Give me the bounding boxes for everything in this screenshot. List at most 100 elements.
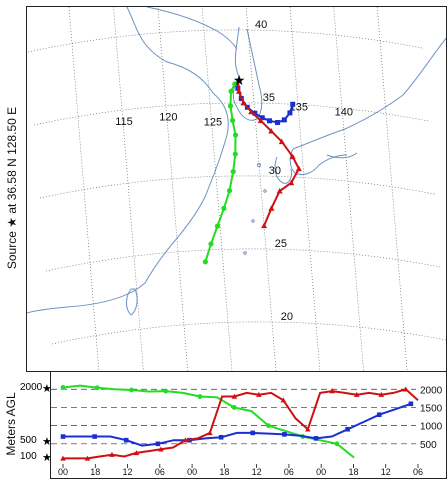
coast-korea bbox=[232, 26, 263, 121]
red-height-point bbox=[109, 451, 115, 457]
red-height-point bbox=[402, 386, 409, 392]
meridian-line bbox=[113, 7, 144, 371]
blue-height-point bbox=[282, 432, 287, 437]
blue-height-point bbox=[408, 401, 414, 407]
red-trajectory-point bbox=[288, 179, 295, 186]
time-tick-label: 18 bbox=[219, 467, 229, 477]
red-height-point bbox=[133, 450, 140, 456]
blue-height-point bbox=[345, 426, 350, 432]
green-trajectory-point bbox=[214, 223, 221, 229]
time-tick-label: 06 bbox=[413, 467, 423, 477]
left-tick-2000: 2000 bbox=[20, 382, 43, 393]
green-height-point bbox=[94, 385, 100, 391]
lat-label: 25 bbox=[275, 238, 287, 250]
blue-height-point bbox=[250, 430, 256, 436]
right-height-label: 2000 bbox=[420, 385, 443, 396]
coast-shikoku bbox=[326, 152, 358, 159]
blue-trajectory-point bbox=[259, 115, 265, 121]
red-height-point bbox=[60, 455, 66, 461]
green-trajectory-point bbox=[232, 132, 239, 138]
right-height-label: 500 bbox=[420, 440, 437, 451]
time-tick-label: 06 bbox=[155, 467, 165, 477]
red-trajectory-point bbox=[261, 222, 268, 229]
red-trajectory-point bbox=[240, 99, 247, 106]
red-height-point bbox=[353, 391, 360, 397]
meters-axis-label: Meters AGL bbox=[4, 392, 18, 456]
meridian-line bbox=[245, 7, 277, 371]
red-height-line bbox=[63, 388, 419, 460]
green-height-point bbox=[266, 423, 271, 429]
meridian-line bbox=[333, 7, 364, 371]
green-trajectory-point bbox=[229, 117, 236, 124]
blue-trajectory-point bbox=[275, 120, 281, 126]
green-trajectory-point bbox=[228, 88, 234, 94]
coast-japan-south bbox=[289, 148, 348, 176]
coast-kyushu bbox=[274, 156, 292, 184]
time-tick-label: 12 bbox=[381, 467, 391, 477]
green-trajectory-point bbox=[232, 81, 238, 87]
red-height-point bbox=[329, 388, 336, 394]
red-trajectory-point bbox=[268, 205, 275, 211]
red-height-point bbox=[305, 426, 311, 432]
red-trajectory-point bbox=[235, 88, 242, 94]
red-trajectory-point bbox=[278, 138, 285, 145]
time-tick-label: 00 bbox=[58, 467, 68, 477]
time-tick-label: 18 bbox=[348, 467, 358, 477]
lon-label: 115 bbox=[115, 116, 133, 128]
coast-north bbox=[146, 7, 238, 50]
time-tick-label: 06 bbox=[284, 467, 294, 477]
green-height-point bbox=[197, 394, 203, 399]
green-trajectory-point bbox=[232, 151, 238, 157]
coast-china bbox=[27, 7, 229, 314]
blue-trajectory-point bbox=[290, 101, 296, 107]
green-trajectory-point bbox=[208, 241, 214, 247]
red-trajectory-point bbox=[248, 108, 255, 115]
red-height-point bbox=[378, 391, 385, 397]
red-height-point bbox=[231, 393, 238, 399]
blue-height-point bbox=[60, 434, 66, 439]
blue-height-point bbox=[313, 436, 319, 441]
lon-label: 125 bbox=[204, 116, 222, 128]
blue-height-point bbox=[92, 434, 97, 439]
lon-label: 120 bbox=[159, 111, 177, 123]
star-icon: ★ bbox=[42, 383, 52, 395]
source-caption: Source ★ at 36.58 N 128.50 E bbox=[0, 6, 24, 370]
time-tick-label: 00 bbox=[187, 467, 197, 477]
date-tick-label: 06/16 bbox=[311, 477, 332, 478]
profile-time-ticks: 00181206001812060018120606/1806/1706/16 bbox=[53, 464, 423, 478]
source-at: at bbox=[5, 203, 19, 214]
parallel-line bbox=[51, 321, 446, 345]
red-height-point bbox=[207, 430, 213, 436]
blue-trajectory-point bbox=[281, 117, 287, 123]
green-height-point bbox=[231, 405, 237, 410]
time-tick-label: 18 bbox=[90, 467, 100, 477]
meridian-line bbox=[68, 7, 100, 371]
red-height-point bbox=[84, 455, 91, 461]
red-height-point bbox=[256, 391, 262, 397]
red-trajectory-point bbox=[268, 128, 275, 134]
red-height-point bbox=[182, 437, 189, 443]
blue-height-point bbox=[376, 412, 382, 418]
time-tick-label: 00 bbox=[316, 467, 326, 477]
red-height-point bbox=[280, 397, 287, 403]
right-height-label: 1000 bbox=[420, 422, 443, 433]
green-trajectory-point bbox=[202, 259, 208, 265]
time-tick-label: 12 bbox=[123, 467, 133, 477]
lon-label: 140 bbox=[335, 106, 353, 118]
green-trajectory-point bbox=[226, 188, 233, 194]
lat-label: 35 bbox=[263, 92, 275, 104]
date-tick-label: 06/17 bbox=[182, 477, 203, 478]
blue-height-point bbox=[155, 441, 161, 447]
star-icon: ★ bbox=[5, 216, 19, 228]
time-tick-label: 12 bbox=[252, 467, 262, 477]
profile-left-ticks: 2000 500 100 ★ ★ ★ bbox=[20, 380, 52, 476]
source-lon: 128.50 E bbox=[5, 106, 19, 155]
red-height-point bbox=[158, 446, 164, 452]
parallel-line bbox=[27, 29, 425, 53]
coastlines bbox=[27, 7, 446, 316]
left-tick-500: 500 bbox=[20, 435, 37, 446]
